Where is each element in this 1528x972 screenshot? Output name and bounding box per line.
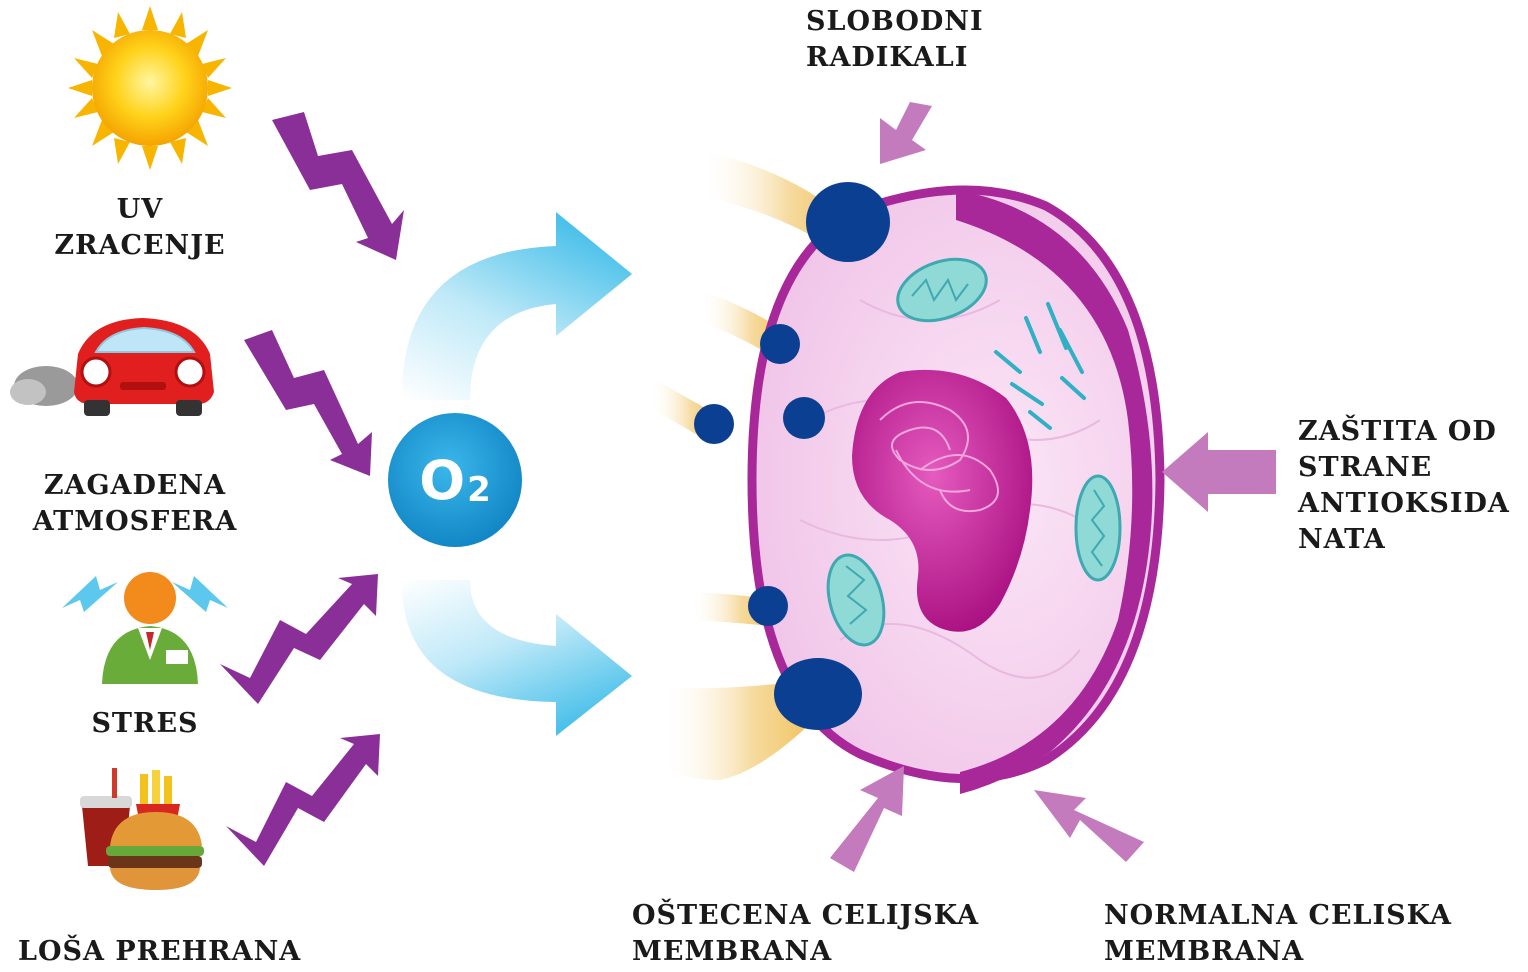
lightning-bolt-pollution <box>244 330 372 476</box>
damaged-membrane-label-line1: OŠTECENA CELIJSKA <box>632 898 979 934</box>
antioxidant-protection-label: ZAŠTITA OD STRANE ANTIOKSIDA NATA <box>1298 414 1510 558</box>
free-radical <box>806 182 890 262</box>
lightning-bolt-stress <box>220 574 378 704</box>
uv-label-line1: UV <box>40 192 240 228</box>
poor-diet-label: LOŠA PREHRANA <box>18 934 301 970</box>
mitochondrion <box>1076 476 1120 580</box>
pollution-label-line2: ATMOSFERA <box>20 504 250 540</box>
flow-arrow-down <box>402 580 632 736</box>
free-radical <box>694 404 734 444</box>
free-radicals-label: SLOBODNI RADIKALI <box>806 4 984 76</box>
normal-membrane-label-line1: NORMALNA CELISKA <box>1104 898 1452 934</box>
stress-label: STRES <box>60 706 230 742</box>
free-radical <box>783 397 825 439</box>
lightning-bolt-uv <box>272 112 404 260</box>
car-icon <box>10 318 214 416</box>
stressed-person-icon <box>62 572 228 684</box>
antioxidant-label-line2: STRANE <box>1298 450 1510 486</box>
pollution-label-line1: ZAGADENA <box>20 468 250 504</box>
damaged-membrane-label: OŠTECENA CELIJSKA MEMBRANA <box>632 898 979 970</box>
antioxidant-label-line4: NATA <box>1298 522 1510 558</box>
pointer-arrow-normal-membrane <box>1034 790 1144 862</box>
pointer-arrow-free-radicals <box>880 102 932 164</box>
normal-membrane-label: NORMALNA CELISKA MEMBRANA <box>1104 898 1452 970</box>
free-radical <box>760 324 800 364</box>
fast-food-icon <box>80 768 204 890</box>
free-radical <box>774 658 862 730</box>
antioxidant-label-line1: ZAŠTITA OD <box>1298 414 1510 450</box>
flow-arrow-up <box>402 212 632 400</box>
diet-label-line1: LOŠA PREHRANA <box>18 934 301 970</box>
oxygen-symbol: O <box>419 449 465 512</box>
stress-label-line1: STRES <box>60 706 230 742</box>
pointer-arrow-damaged-membrane <box>830 766 904 872</box>
free-radical <box>748 586 788 626</box>
free-radicals-label-line2: RADIKALI <box>806 40 984 76</box>
normal-membrane-label-line2: MEMBRANA <box>1104 934 1452 970</box>
polluted-atmosphere-label: ZAGADENA ATMOSFERA <box>20 468 250 540</box>
lightning-bolt-diet <box>226 734 380 866</box>
sun-icon <box>68 6 232 170</box>
damaged-membrane-label-line2: MEMBRANA <box>632 934 979 970</box>
oxygen-subscript: 2 <box>467 470 491 510</box>
free-radicals-label-line1: SLOBODNI <box>806 4 984 40</box>
uv-label-line2: ZRACENJE <box>40 228 240 264</box>
uv-radiation-label: UV ZRACENJE <box>40 192 240 264</box>
antioxidant-label-line3: ANTIOKSIDA <box>1298 486 1510 522</box>
pointer-arrow-antioxidants <box>1162 432 1276 512</box>
